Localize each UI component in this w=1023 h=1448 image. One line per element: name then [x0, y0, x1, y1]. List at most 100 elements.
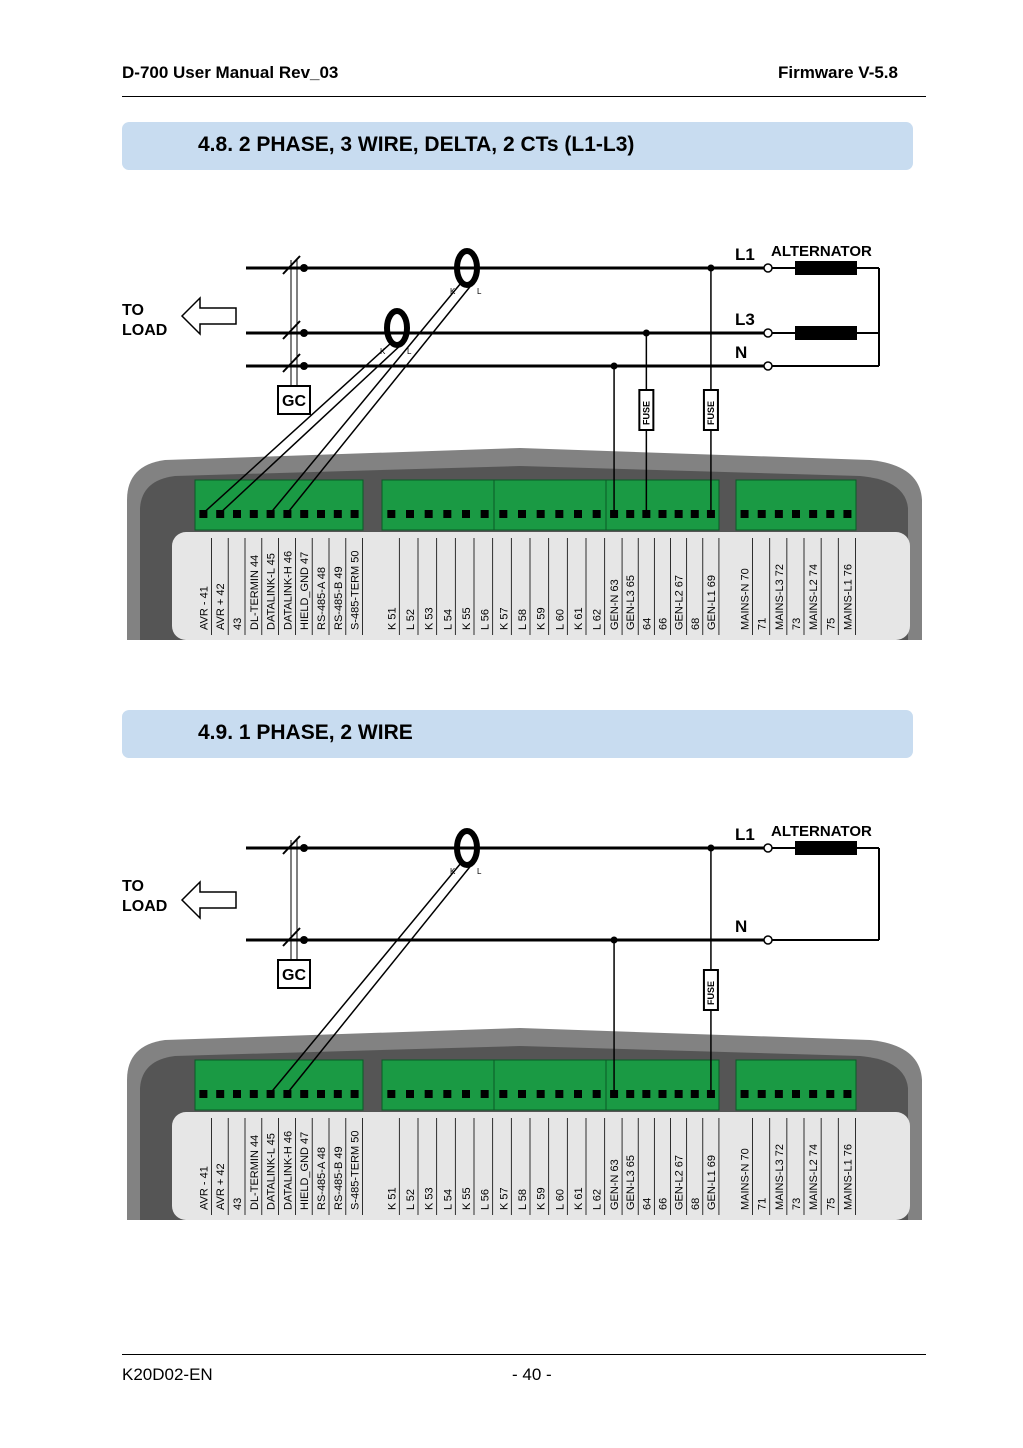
alternator-label: ALTERNATOR: [771, 823, 872, 840]
terminal-screw: [843, 1090, 852, 1098]
terminal-screw: [536, 1090, 545, 1098]
terminal-screw: [690, 510, 699, 518]
terminal-label: K 53: [424, 1187, 436, 1210]
terminal-screw: [216, 510, 225, 518]
to-load-label: TO: [122, 878, 144, 895]
ct-l-label: L: [477, 867, 482, 876]
terminal-label: GEN-N 63: [609, 579, 621, 630]
terminal-screw: [690, 1090, 699, 1098]
terminal-screw: [706, 1090, 715, 1098]
gc-box: [277, 959, 311, 989]
header-manual-title: D-700 User Manual Rev_03: [122, 63, 339, 82]
terminal-label: DATALINK-L 45: [266, 553, 278, 630]
alternator-terminal: [763, 843, 773, 853]
terminal-label: 64: [641, 618, 653, 630]
section-heading-4-8: 4.8. 2 PHASE, 3 WIRE, DELTA, 2 CTs (L1-L…: [122, 122, 913, 170]
terminal-label: AVR - 41: [198, 1166, 210, 1210]
alternator-terminal: [763, 263, 773, 273]
terminal-label: MAINS-N 70: [740, 568, 752, 630]
terminal-label: RS-485-B 49: [333, 1146, 345, 1210]
terminal-block: [493, 1059, 607, 1111]
terminal-label: HIELD_GND 47: [299, 1132, 311, 1210]
current-transformer: [384, 308, 410, 348]
terminal-screw: [462, 510, 470, 518]
terminal-screw: [555, 510, 564, 518]
terminal-label: MAINS-L3 72: [774, 1144, 786, 1210]
terminal-screw: [626, 1090, 635, 1098]
gc-label: GC: [282, 393, 306, 410]
terminal-screw: [809, 510, 818, 518]
to-load-arrow: [180, 880, 237, 920]
terminal-label: DATALINK-H 46: [282, 551, 294, 630]
terminal-label: MAINS-L2 74: [808, 564, 820, 630]
terminal-block: [605, 1059, 720, 1111]
terminal-screw: [300, 510, 309, 518]
fuse-label: FUSE: [706, 981, 716, 1005]
terminal-label: K 59: [536, 607, 548, 630]
ct-wire-k: [270, 282, 462, 514]
terminal-screw: [499, 510, 508, 518]
terminal-label: GEN-L3 65: [625, 1155, 637, 1210]
section-title: 4.9. 1 PHASE, 2 WIRE: [198, 721, 413, 744]
terminal-label: K 61: [573, 607, 585, 630]
section-title: 4.8. 2 PHASE, 3 WIRE, DELTA, 2 CTs (L1-L…: [198, 133, 635, 156]
terminal-screw: [774, 510, 783, 518]
terminal-label: S-485-TERM 50: [350, 551, 362, 630]
terminal-block: [194, 1059, 364, 1111]
terminal-label: L 62: [592, 609, 604, 630]
terminal-label: K 53: [424, 607, 436, 630]
terminal-label: GEN-L2 67: [674, 575, 686, 630]
terminal-screw: [518, 510, 526, 518]
terminal-label: K 55: [461, 607, 473, 630]
terminal-screw: [387, 510, 396, 518]
to-load-label: LOAD: [122, 898, 167, 915]
terminal-screw: [266, 510, 275, 518]
terminal-screw: [536, 510, 545, 518]
line-label: N: [735, 917, 747, 936]
terminal-label: 43: [232, 618, 244, 630]
terminal-screw: [843, 510, 852, 518]
terminal-screw: [406, 1090, 414, 1098]
alternator-winding: [795, 326, 857, 340]
terminal-block: [735, 1059, 857, 1111]
ct-wire-l: [219, 342, 404, 514]
terminal-screw: [826, 1090, 835, 1098]
line-label: L3: [735, 310, 755, 329]
gc-node: [300, 936, 308, 944]
terminal-screw: [216, 1090, 225, 1098]
terminal-screw: [249, 1090, 258, 1098]
terminal-screw: [774, 1090, 783, 1098]
terminal-label: K 61: [573, 1187, 585, 1210]
terminal-label: L 54: [442, 609, 454, 630]
alternator-label: ALTERNATOR: [771, 243, 872, 260]
alternator-terminal: [763, 361, 773, 371]
terminal-label: 64: [641, 1198, 653, 1210]
alternator-winding: [795, 841, 857, 855]
fuse-label: FUSE: [641, 401, 651, 425]
to-load-label: TO: [122, 302, 144, 319]
terminal-label: L 60: [554, 1189, 566, 1210]
terminal-screw: [574, 1090, 582, 1098]
gc-box: [277, 385, 311, 415]
gc-node: [300, 362, 308, 370]
terminal-screw: [480, 510, 489, 518]
header-firmware: Firmware V-5.8: [777, 63, 898, 82]
terminal-screw: [757, 510, 766, 518]
terminal-label: L 58: [517, 609, 529, 630]
terminal-screw: [574, 510, 582, 518]
terminal-label: 66: [658, 1198, 670, 1210]
terminal-screw: [443, 510, 452, 518]
terminal-label: GEN-L1 69: [706, 575, 718, 630]
terminal-label: 71: [757, 618, 769, 630]
footer-page-number: - 40 -: [512, 1365, 552, 1384]
terminal-label: GEN-L2 67: [674, 1155, 686, 1210]
terminal-screw: [199, 510, 208, 518]
terminal-label: MAINS-L3 72: [774, 564, 786, 630]
line-label: L1: [735, 245, 755, 264]
current-transformer: [454, 248, 480, 288]
terminal-screw: [674, 1090, 683, 1098]
terminal-block: [605, 479, 720, 531]
terminal-label: AVR + 42: [215, 1163, 227, 1210]
line-label: L1: [735, 825, 755, 844]
ct-wire-l: [286, 282, 474, 514]
